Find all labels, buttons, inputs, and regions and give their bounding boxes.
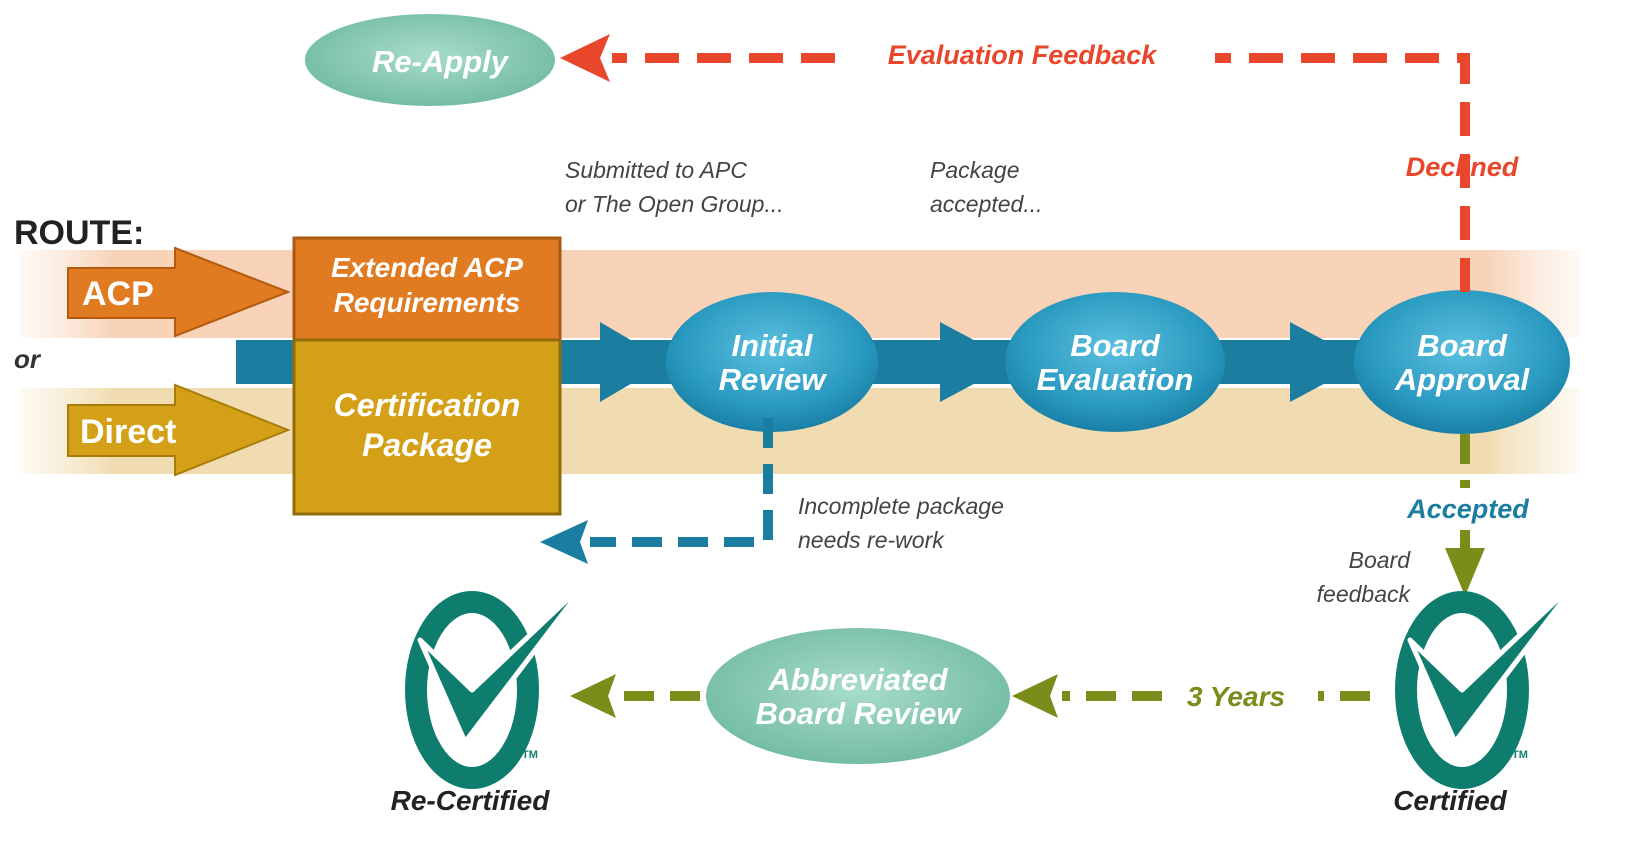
reapply-node: Re-Apply [305,14,555,106]
accepted-label: Accepted [1406,494,1529,524]
cert-package-line2: Package [362,427,492,463]
extended-acp-line1: Extended ACP [331,252,523,283]
direct-route-arrow: Direct [67,383,291,477]
initial-review-line2: Review [719,362,828,397]
extended-acp-line2: Requirements [334,287,521,318]
package-accepted-note-line1: Package [930,157,1020,183]
incomplete-note-line2: needs re-work [798,527,945,553]
certified-tm: TM [1512,749,1528,761]
rework-arrowhead [540,520,588,564]
abbreviated-board-review-node: Abbreviated Board Review [706,628,1010,764]
acp-route-label: ACP [82,275,154,313]
initial-review-line1: Initial [732,328,814,363]
three-years-label: 3 Years [1187,681,1285,712]
board-evaluation-line2: Evaluation [1037,362,1194,397]
extended-acp-box: Extended ACP Requirements [292,236,562,342]
cert-package-line1: Certification [334,387,521,423]
board-approval-stage: Board Approval [1354,290,1570,434]
direct-route-label: Direct [80,413,176,451]
board-feedback-line2: feedback [1317,581,1412,607]
board-approval-line1: Board [1417,328,1508,363]
accepted-arrowhead [1445,548,1485,596]
submitted-note-line1: Submitted to APC [565,157,747,183]
recertified-logo: TM [405,575,593,789]
evaluation-feedback-label: Evaluation Feedback [888,40,1159,70]
board-evaluation-line1: Board [1070,328,1161,363]
board-approval-line2: Approval [1394,362,1531,397]
abbreviated-review-line1: Abbreviated [767,662,948,697]
rework-loop [590,418,773,547]
recertified-arrowhead [570,674,616,718]
acp-route-arrow: ACP [67,246,291,338]
incomplete-note-line1: Incomplete package [798,493,1004,519]
initial-review-stage: Initial Review [666,292,878,432]
route-label: ROUTE: [14,214,144,252]
recertified-tm: TM [522,749,538,761]
package-accepted-note-line2: accepted... [930,191,1043,217]
certified-logo: TM [1395,575,1583,789]
board-evaluation-stage: Board Evaluation [1005,292,1225,432]
or-label: or [14,344,42,374]
abbreviated-review-arrowhead [1012,674,1058,718]
evaluation-feedback-loop [612,53,1470,292]
certification-package-box: Certification Package [292,338,562,516]
reapply-arrowhead [560,34,610,82]
certified-label: Certified [1393,785,1507,816]
reapply-label: Re-Apply [372,44,510,79]
board-feedback-line1: Board [1349,547,1412,573]
recertified-label: Re-Certified [391,785,551,816]
declined-label: Declined [1406,152,1519,182]
submitted-note-line2: or The Open Group... [565,191,784,217]
abbreviated-review-line2: Board Review [755,696,962,731]
